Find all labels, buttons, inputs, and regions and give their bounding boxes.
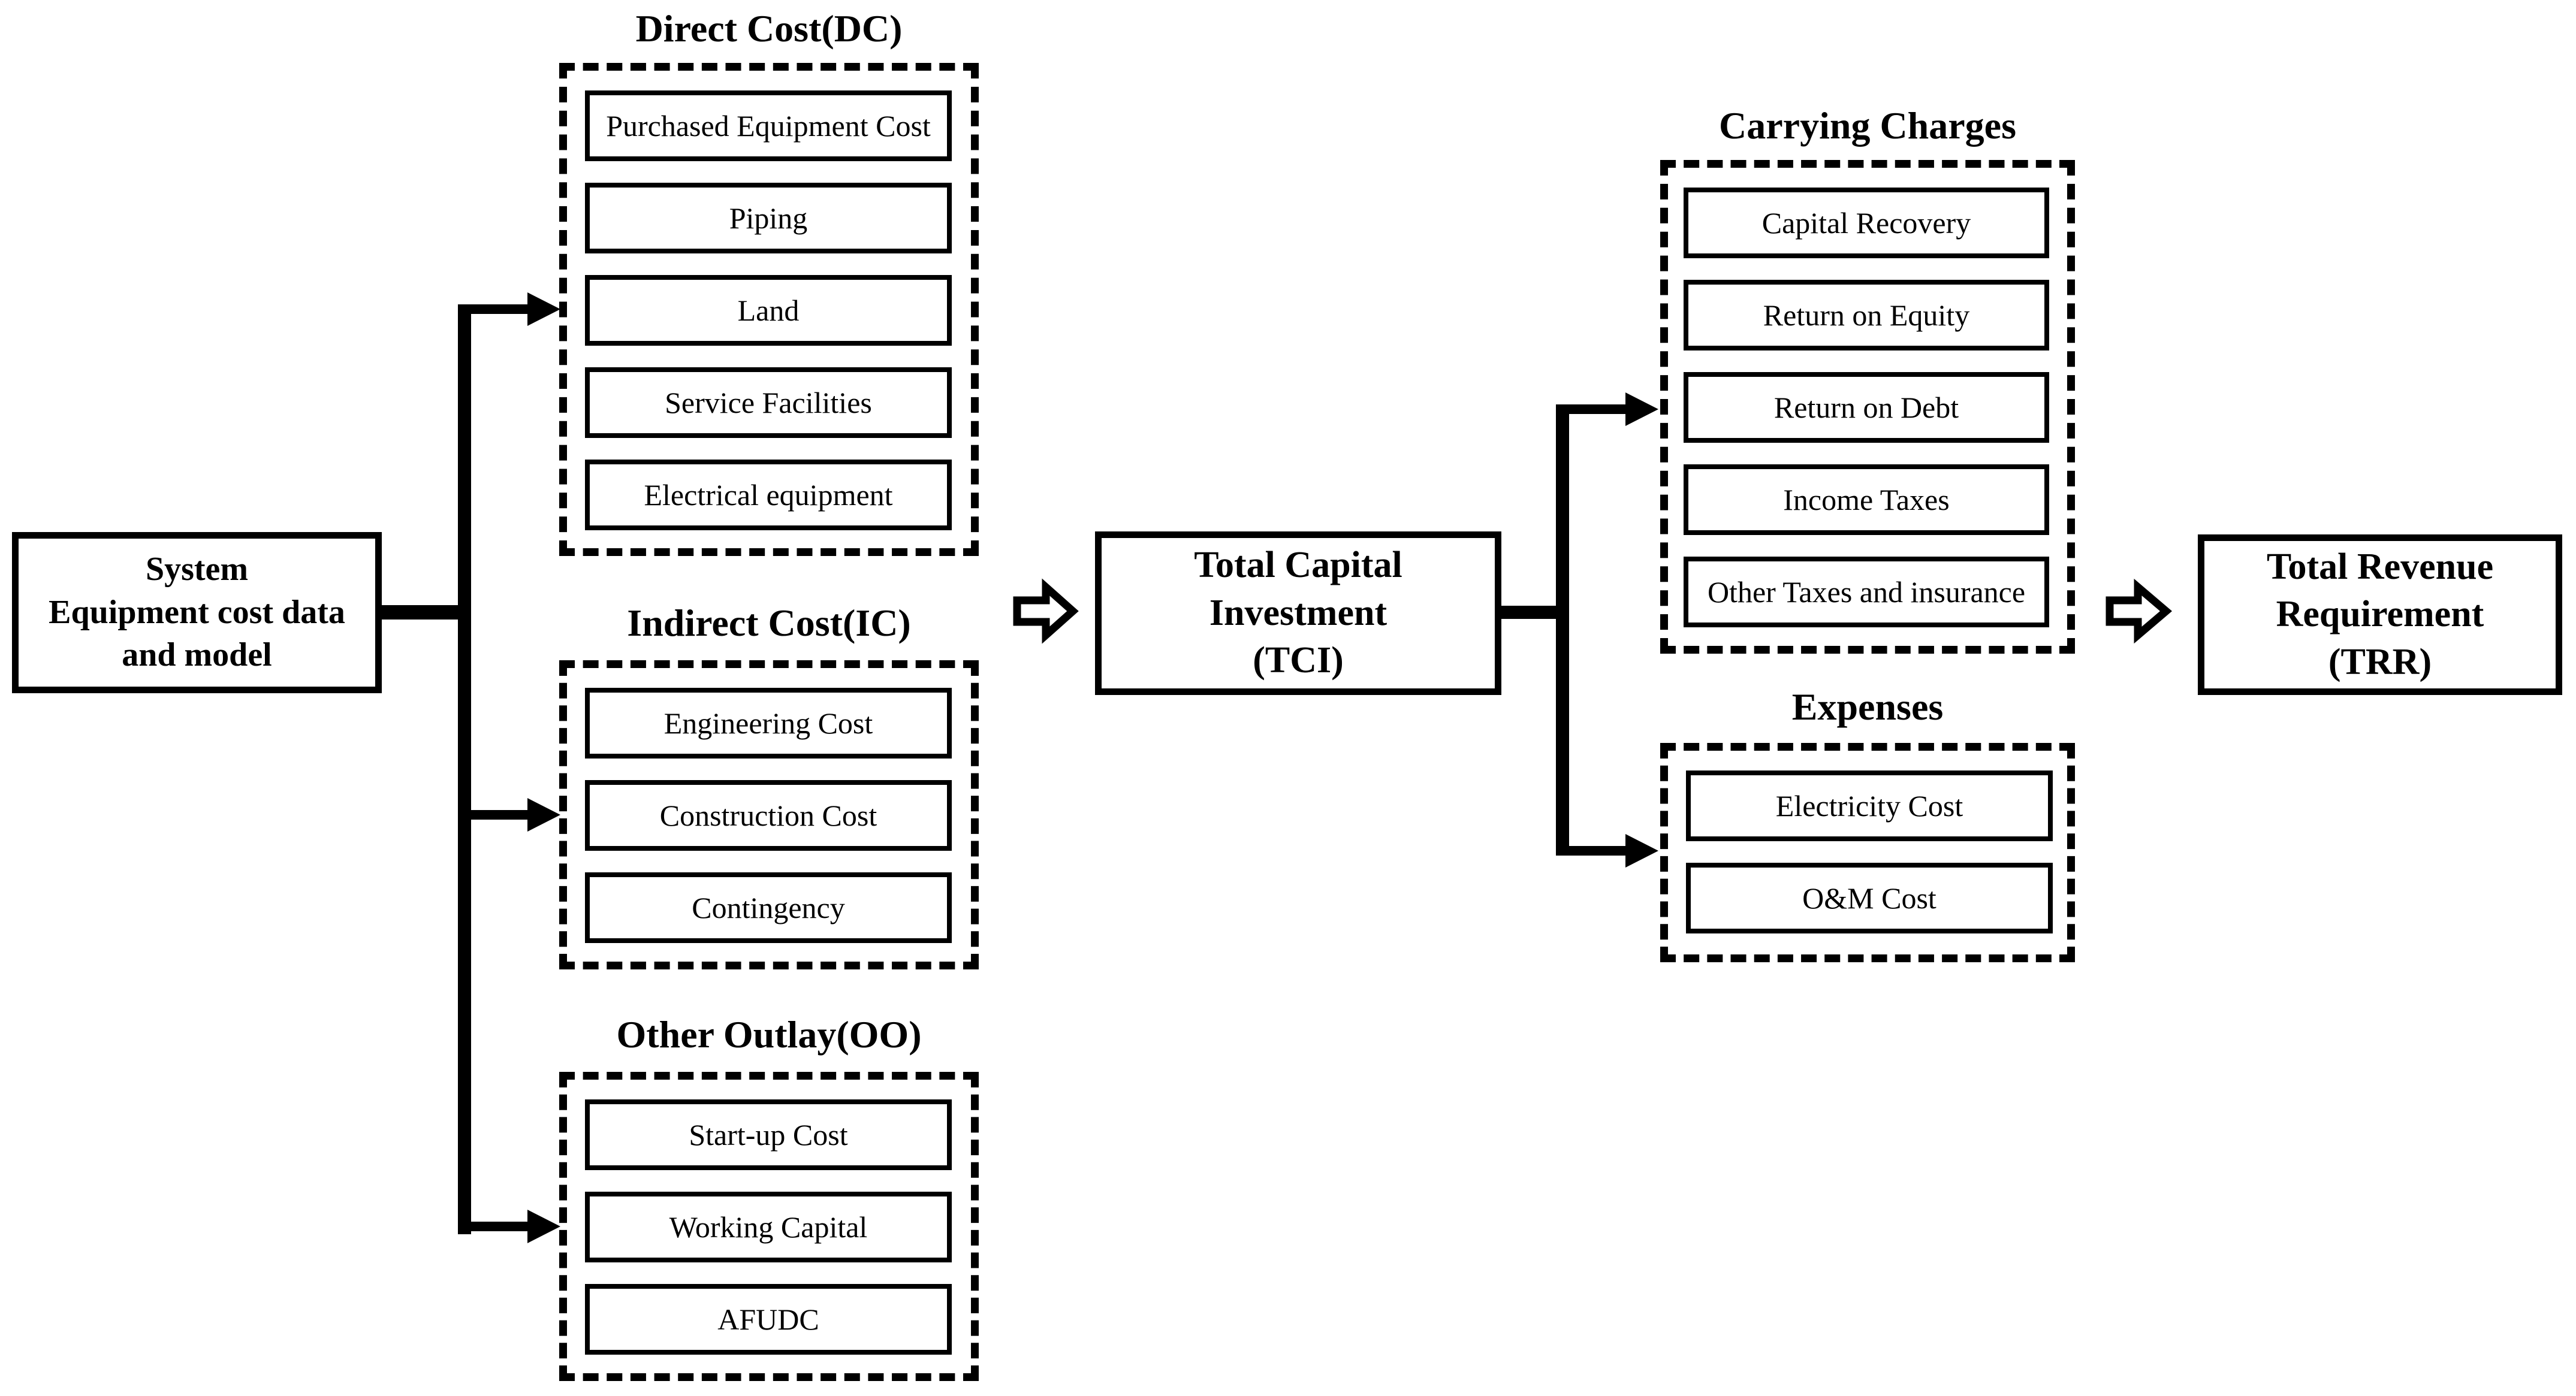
tci-to-trunk-line xyxy=(1501,606,1564,619)
direct-cost-group-title: Direct Cost(DC) xyxy=(635,7,903,50)
arrow-line-to-expenses xyxy=(1565,846,1628,856)
cost-item-working-capital: Working Capital xyxy=(585,1192,952,1262)
arrowhead-to-carrying-charges-icon xyxy=(1625,392,1658,426)
expenses-group-title: Expenses xyxy=(1791,685,1944,728)
hollow-arrow-to-trr-icon xyxy=(2106,578,2173,644)
other-outlay-group: Start-up Cost Working Capital AFUDC xyxy=(559,1072,979,1381)
cost-item-afudc: AFUDC xyxy=(585,1284,952,1355)
cost-item-capital-recovery: Capital Recovery xyxy=(1684,188,2049,258)
cost-item-return-on-equity: Return on Equity xyxy=(1684,280,2049,350)
arrow-line-to-indirect-cost xyxy=(467,810,531,820)
expenses-group: Electricity Cost O&M Cost xyxy=(1660,743,2075,962)
hollow-arrow-to-tci-icon xyxy=(1013,578,1079,644)
cost-item-startup-cost: Start-up Cost xyxy=(585,1099,952,1170)
arrow-line-to-direct-cost xyxy=(467,304,531,314)
cost-item-other-taxes-insurance: Other Taxes and insurance xyxy=(1684,557,2049,627)
indirect-cost-group-title: Indirect Cost(IC) xyxy=(627,602,911,644)
carrying-charges-group: Capital Recovery Return on Equity Return… xyxy=(1660,160,2075,654)
arrow-line-to-carrying-charges xyxy=(1565,404,1628,414)
indirect-cost-group: Engineering Cost Construction Cost Conti… xyxy=(559,660,979,969)
arrowhead-to-expenses-icon xyxy=(1625,834,1658,868)
cost-item-engineering-cost: Engineering Cost xyxy=(585,688,952,759)
cost-item-construction-cost: Construction Cost xyxy=(585,780,952,851)
cost-item-income-taxes: Income Taxes xyxy=(1684,464,2049,535)
right-branch-trunk xyxy=(1556,404,1569,856)
left-branch-trunk xyxy=(458,304,471,1234)
total-revenue-requirement-box: Total Revenue Requirement (TRR) xyxy=(2198,534,2562,695)
total-revenue-requirement-label: Total Revenue Requirement (TRR) xyxy=(2266,546,2494,682)
direct-cost-group: Purchased Equipment Cost Piping Land Ser… xyxy=(559,63,979,556)
system-equipment-cost-box: System Equipment cost data and model xyxy=(12,532,382,693)
carrying-charges-group-title: Carrying Charges xyxy=(1719,104,2016,147)
cost-item-om-cost: O&M Cost xyxy=(1686,863,2053,933)
arrow-line-to-other-outlay xyxy=(467,1222,531,1231)
cost-item-land: Land xyxy=(585,275,952,346)
arrowhead-to-indirect-cost-icon xyxy=(527,798,560,832)
total-capital-investment-box: Total Capital Investment (TCI) xyxy=(1095,531,1501,695)
cost-item-electrical-equipment: Electrical equipment xyxy=(585,460,952,530)
cost-item-return-on-debt: Return on Debt xyxy=(1684,372,2049,443)
cost-item-electricity-cost: Electricity Cost xyxy=(1686,770,2053,841)
total-capital-investment-label: Total Capital Investment (TCI) xyxy=(1194,545,1402,681)
system-equipment-cost-label: System Equipment cost data and model xyxy=(49,550,345,674)
other-outlay-group-title: Other Outlay(OO) xyxy=(616,1013,922,1056)
system-to-trunk-line xyxy=(382,605,467,620)
cost-item-piping: Piping xyxy=(585,183,952,253)
cost-item-purchased-equipment: Purchased Equipment Cost xyxy=(585,90,952,161)
arrowhead-to-direct-cost-icon xyxy=(527,292,560,326)
cost-item-service-facilities: Service Facilities xyxy=(585,367,952,438)
arrowhead-to-other-outlay-icon xyxy=(527,1210,560,1243)
cost-item-contingency: Contingency xyxy=(585,872,952,943)
